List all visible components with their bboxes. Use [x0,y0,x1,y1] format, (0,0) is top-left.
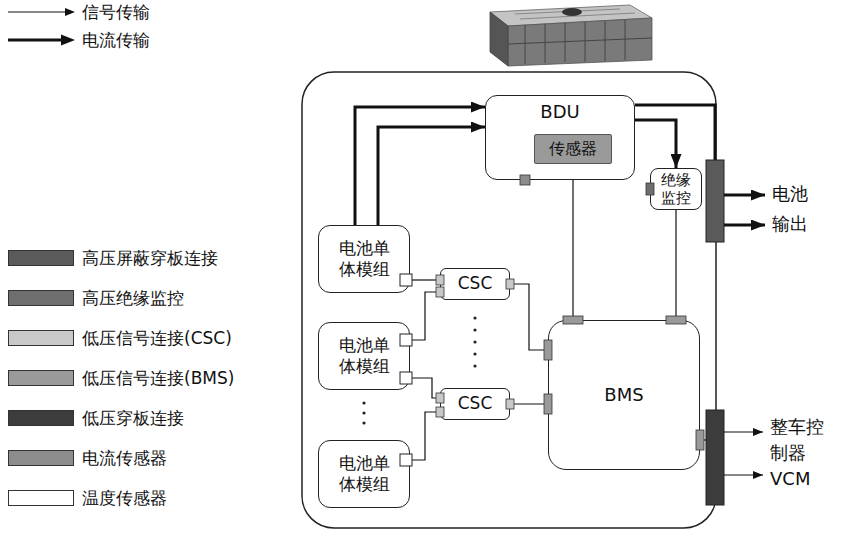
dot [473,316,476,319]
legend-line-sample [6,32,78,48]
output-arrow [724,224,765,227]
temperature-sensor [400,334,412,346]
dot [473,352,476,355]
bms-connector [544,340,552,360]
csc-connector [436,407,444,417]
legend-text: 电流传输 [82,29,150,51]
legend-swatch [8,370,74,386]
sensor-box: 传感器 [534,134,612,164]
node-text: 电池单 体模组 [333,335,395,378]
dot [473,340,476,343]
legend-swatch [8,450,74,466]
legend-arrow-head [65,8,75,16]
legend-text: 低压信号连接(CSC) [82,327,232,349]
legend-swatch [8,490,74,506]
bms-connector [563,316,583,324]
temperature-sensor [400,454,412,466]
legend-swatch [8,330,74,346]
node-text: BMS [604,384,643,407]
legend-text: 高压屏蔽穿板连接 [82,247,218,269]
signal-connector [410,292,440,340]
node-text: 电池单 体模组 [333,453,395,496]
node-text: 电池单 体模组 [333,238,395,281]
legend-arrow-head [61,35,75,46]
node-text: BDU [540,101,579,124]
pack-front-face [508,18,652,66]
legend-swatch [8,250,74,266]
node-text: CSC [458,273,493,294]
dot [473,364,476,367]
current-sensor [520,175,530,185]
csc-box: CSC [440,268,510,300]
legend-swatch [8,290,74,306]
lv-passthrough [706,410,724,505]
csc-connector [436,287,444,297]
insulation-monitor-box: 绝缘监控 [650,168,702,210]
bms-connectors [544,316,704,450]
output-label: 电池 输出 [772,179,812,239]
battery-module-box: 电池单 体模组 [318,225,410,293]
legend-swatch [8,410,74,426]
csc-box: CSC [440,388,510,420]
dot [473,328,476,331]
battery-module-box: 电池单 体模组 [318,440,410,508]
bms-connector [544,394,552,414]
legend-text: 低压信号连接(BMS) [82,367,234,389]
legend-text: 高压绝缘监控 [82,287,184,309]
dot [362,421,365,424]
signal-connector [510,403,548,404]
legend-line [8,39,62,42]
vcm-label: 整车控 制器 VCM [770,414,832,492]
csc-connector [506,279,514,289]
dot [362,411,365,414]
signal-connector [410,279,440,280]
pack-side-face [490,12,508,66]
temperature-sensors [400,274,412,466]
bdu-box: BDU 传感器 [485,95,635,180]
signal-connector [410,378,440,398]
current-connector [635,120,676,168]
csc-connector [506,399,514,409]
vcm-arrow [724,474,763,475]
hv-passthrough [706,160,724,242]
node-text: 绝缘监控 [655,171,697,207]
signal-connector [510,284,548,350]
csc-connector [436,275,444,285]
node-text: 传感器 [549,139,597,159]
bms-connector [696,430,704,450]
pack-top-lines [515,9,635,19]
battery-pack-photo [490,5,652,66]
current-connector [378,127,485,225]
pack-housing [302,72,716,528]
pack-grid [508,20,652,64]
legend-line [8,11,66,12]
temperature-sensor [400,274,412,286]
pack-connector [562,8,582,16]
dot [362,401,365,404]
bms-box: BMS [548,320,700,470]
signal-connector [675,210,676,320]
legend-text: 信号传输 [82,1,150,23]
csc-connectors [436,275,514,417]
bms-connector [666,316,686,324]
signal-wire [700,439,706,440]
node-text: CSC [458,393,493,414]
csc-connector [436,393,444,403]
legend-line-sample [6,4,78,20]
insulation-connector [646,183,654,195]
vcm-arrow [724,431,763,432]
legend-text: 电流传感器 [82,447,167,469]
battery-module-box: 电池单 体模组 [318,322,410,390]
signal-connector [572,164,573,320]
current-connector [355,107,485,225]
legend-text: 低压穿板连接 [82,407,184,429]
temperature-sensor [400,372,412,384]
output-arrow [724,194,765,197]
signal-connector [410,412,440,460]
legend-text: 温度传感器 [82,487,167,509]
